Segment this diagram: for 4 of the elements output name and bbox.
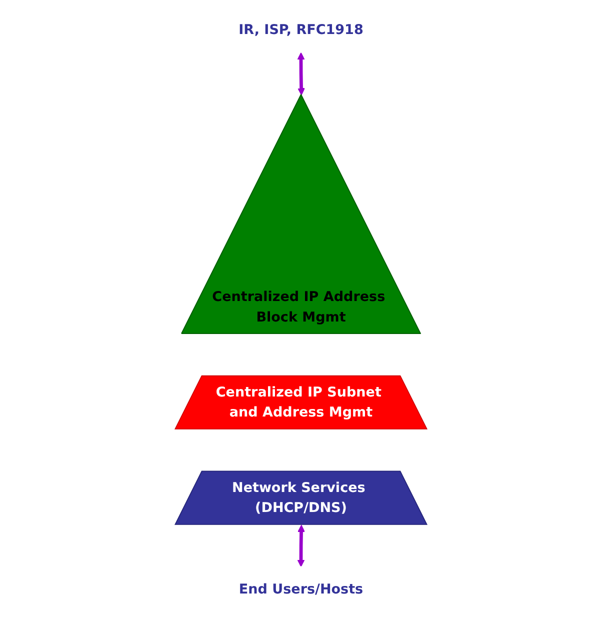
arrow (297, 52, 305, 96)
node-text: IR, ISP, RFC1918 (238, 21, 364, 38)
node-text: End Users/Hosts (238, 581, 364, 598)
arrow (297, 524, 305, 567)
